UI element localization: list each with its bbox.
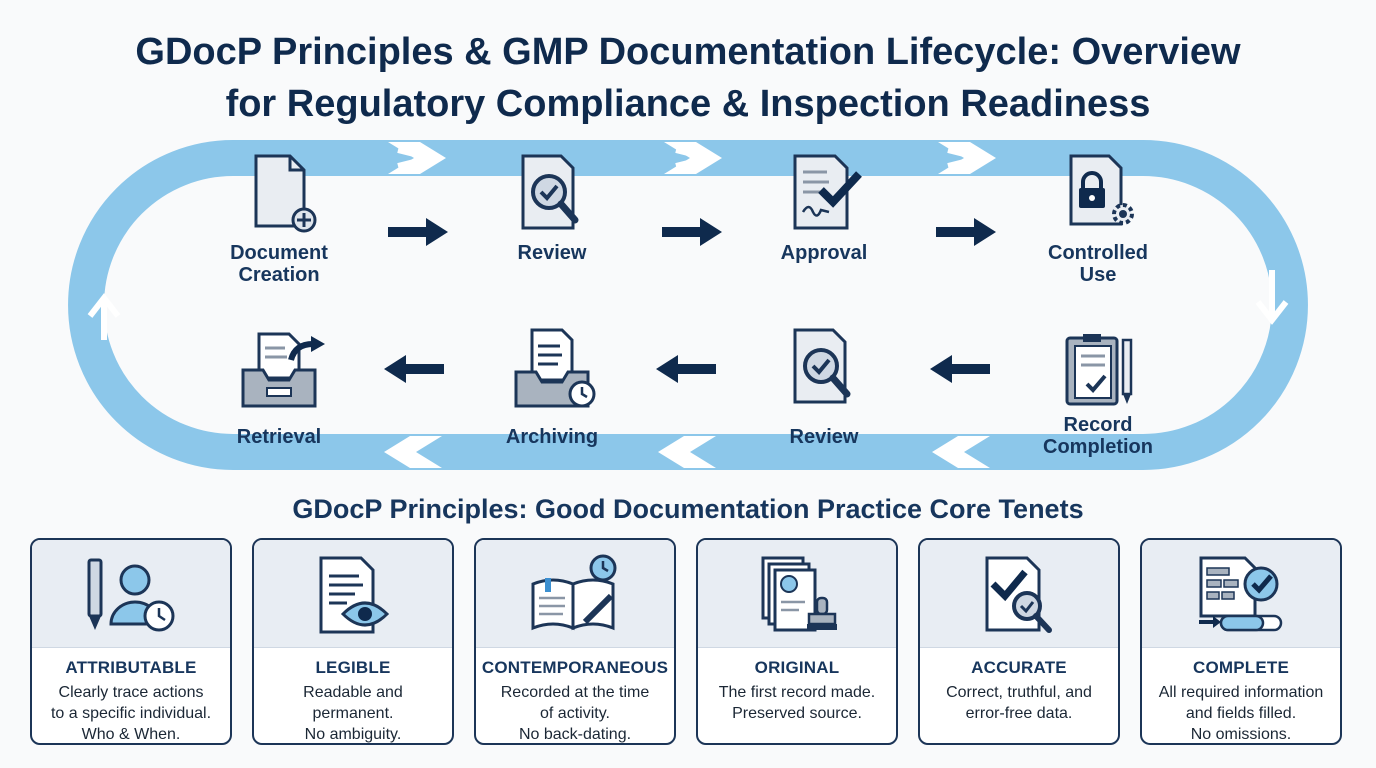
stage-label: Controlled Use xyxy=(1048,242,1148,286)
card-legible: LEGIBLE Readable and permanent. No ambig… xyxy=(252,538,454,745)
stage-archiving xyxy=(457,326,647,410)
book-pen-clock-icon xyxy=(531,554,617,631)
card-contemporaneous: CONTEMPORANEOUS Recorded at the time of … xyxy=(474,538,676,745)
stage-approval: Approval xyxy=(729,152,919,264)
card-description: Readable and permanent. No ambiguity. xyxy=(303,684,403,743)
stage-label: Approval xyxy=(780,242,868,264)
signed-document-check-icon xyxy=(793,154,862,230)
stage-review-top: Review xyxy=(457,152,647,264)
clipboard-pen-icon xyxy=(1065,334,1133,406)
arrow-left-icon xyxy=(930,355,990,383)
document-check-magnifier-icon xyxy=(985,556,1052,633)
loop-band xyxy=(68,140,1308,470)
document-eye-icon xyxy=(319,556,390,634)
card-original: ORIGINAL The first record made. Preserve… xyxy=(696,538,898,745)
page-title: GDocP Principles & GMP Documentation Lif… xyxy=(0,26,1376,130)
card-title: ATTRIBUTABLE xyxy=(65,658,197,677)
card-description: Clearly trace actions to a specific indi… xyxy=(50,684,212,743)
stage-document-creation: Document Creation xyxy=(184,152,374,286)
arrow-right-icon xyxy=(388,218,448,246)
card-description: All required information and fields fill… xyxy=(1158,684,1324,743)
stage-label-archiving: Archiving xyxy=(505,426,599,448)
arrow-left-icon xyxy=(384,355,444,383)
loop-chevron-shapes-top xyxy=(388,142,996,174)
card-title: COMPLETE xyxy=(1192,658,1290,677)
new-document-icon xyxy=(254,154,317,233)
title-line-1: GDocP Principles & GMP Documentation Lif… xyxy=(135,31,1241,73)
card-description: Correct, truthful, and error-free data. xyxy=(946,684,1092,722)
card-title: CONTEMPORANEOUS xyxy=(481,658,669,677)
lifecycle-loop xyxy=(68,140,1308,470)
card-title: ACCURATE xyxy=(971,658,1067,677)
inbox-retrieve-icon xyxy=(241,332,325,408)
title-line-2: for Regulatory Compliance & Inspection R… xyxy=(225,83,1151,125)
arrow-right-icon xyxy=(936,218,996,246)
locked-document-gear-icon xyxy=(1069,154,1134,226)
loop-chevron-shapes-bottom xyxy=(384,436,990,468)
loop-side-arrows xyxy=(87,270,1289,340)
stage-review-bottom xyxy=(729,326,919,410)
card-description: The first record made. Preserved source. xyxy=(718,684,876,722)
magnifier-document-icon xyxy=(793,328,851,404)
card-title: LEGIBLE xyxy=(315,658,391,677)
stage-label-review-bottom: Review xyxy=(789,426,859,448)
stage-label: Document Creation xyxy=(230,242,328,286)
card-accurate: ACCURATE Correct, truthful, and error-fr… xyxy=(918,538,1120,745)
card-title: ORIGINAL xyxy=(754,658,840,677)
magnifier-document-icon xyxy=(521,154,579,230)
stage-label: Review xyxy=(517,242,587,264)
archive-box-clock-icon xyxy=(514,328,596,408)
arrow-right-icon xyxy=(662,218,722,246)
stage-label-retrieval: Retrieval xyxy=(236,426,322,448)
card-complete: COMPLETE All required information and fi… xyxy=(1140,538,1342,745)
stage-controlled-use: Controlled Use xyxy=(1003,152,1193,286)
form-check-progress-icon xyxy=(1199,556,1283,632)
pen-person-clock-icon xyxy=(87,558,175,632)
stage-retrieval xyxy=(184,330,374,412)
principles-heading: GDocP Principles: Good Documentation Pra… xyxy=(292,494,1084,524)
stacked-documents-stamp-icon xyxy=(761,556,837,632)
stage-label-record-completion: Record Completion xyxy=(1043,414,1153,458)
stage-record-completion xyxy=(1003,330,1193,410)
card-description: Recorded at the time of activity. No bac… xyxy=(500,684,650,743)
card-attributable: ATTRIBUTABLE Clearly trace actions to a … xyxy=(30,538,232,745)
arrow-left-icon xyxy=(656,355,716,383)
